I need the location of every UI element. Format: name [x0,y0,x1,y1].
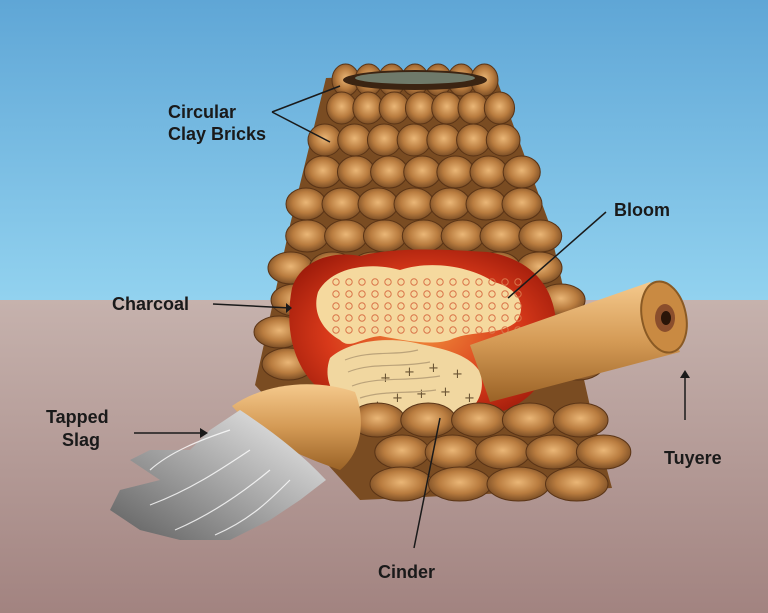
clay-brick [402,220,445,252]
clay-brick [370,467,433,501]
clay-brick [484,92,514,124]
clay-brick [476,435,530,469]
clay-brick [526,435,580,469]
svg-text:+: + [380,371,391,386]
clay-brick [304,156,341,188]
clay-brick [404,156,441,188]
clay-brick [322,188,362,220]
svg-text:+: + [452,367,463,382]
label-tuyere: Tuyere [664,448,722,468]
clay-brick [503,156,540,188]
clay-brick [286,220,329,252]
label-cinder: Cinder [378,562,435,582]
clay-brick [353,92,383,124]
clay-brick [502,403,557,437]
clay-brick [553,403,608,437]
clay-brick [457,124,491,156]
clay-brick [371,156,408,188]
clay-brick [466,188,506,220]
clay-brick [452,403,507,437]
clay-brick [430,188,470,220]
clay-brick [375,435,429,469]
clay-brick [325,220,368,252]
clay-brick [441,220,484,252]
clay-brick [286,188,326,220]
clay-brick [429,467,492,501]
clay-brick [358,188,398,220]
clay-brick [367,124,401,156]
clay-brick [487,467,550,501]
clay-brick [363,220,406,252]
clay-brick [519,220,562,252]
clay-brick [394,188,434,220]
svg-text:+: + [404,365,415,380]
svg-text:+: + [440,385,451,400]
clay-brick [338,124,372,156]
clay-brick [337,156,374,188]
clay-brick [546,467,609,501]
clay-brick [427,124,461,156]
clay-brick [486,124,520,156]
clay-brick [379,92,409,124]
clay-brick [432,92,462,124]
clay-brick [437,156,474,188]
svg-text:+: + [416,387,427,402]
clay-brick [576,435,630,469]
clay-brick [502,188,542,220]
label-tapped: Tapped [46,407,109,427]
clay-brick [401,403,456,437]
label-clay-bricks: Clay Bricks [168,124,266,144]
label-charcoal: Charcoal [112,294,189,314]
svg-text:+: + [428,361,439,376]
label-circular: Circular [168,102,236,122]
clay-brick [397,124,431,156]
clay-brick [458,92,488,124]
lower-brick-rows [350,403,631,501]
furnace-top-rim [355,72,475,84]
clay-brick [327,92,357,124]
clay-brick [470,156,507,188]
label-slag: Slag [62,430,100,450]
clay-brick [480,220,523,252]
label-bloom: Bloom [614,200,670,220]
clay-brick [405,92,435,124]
